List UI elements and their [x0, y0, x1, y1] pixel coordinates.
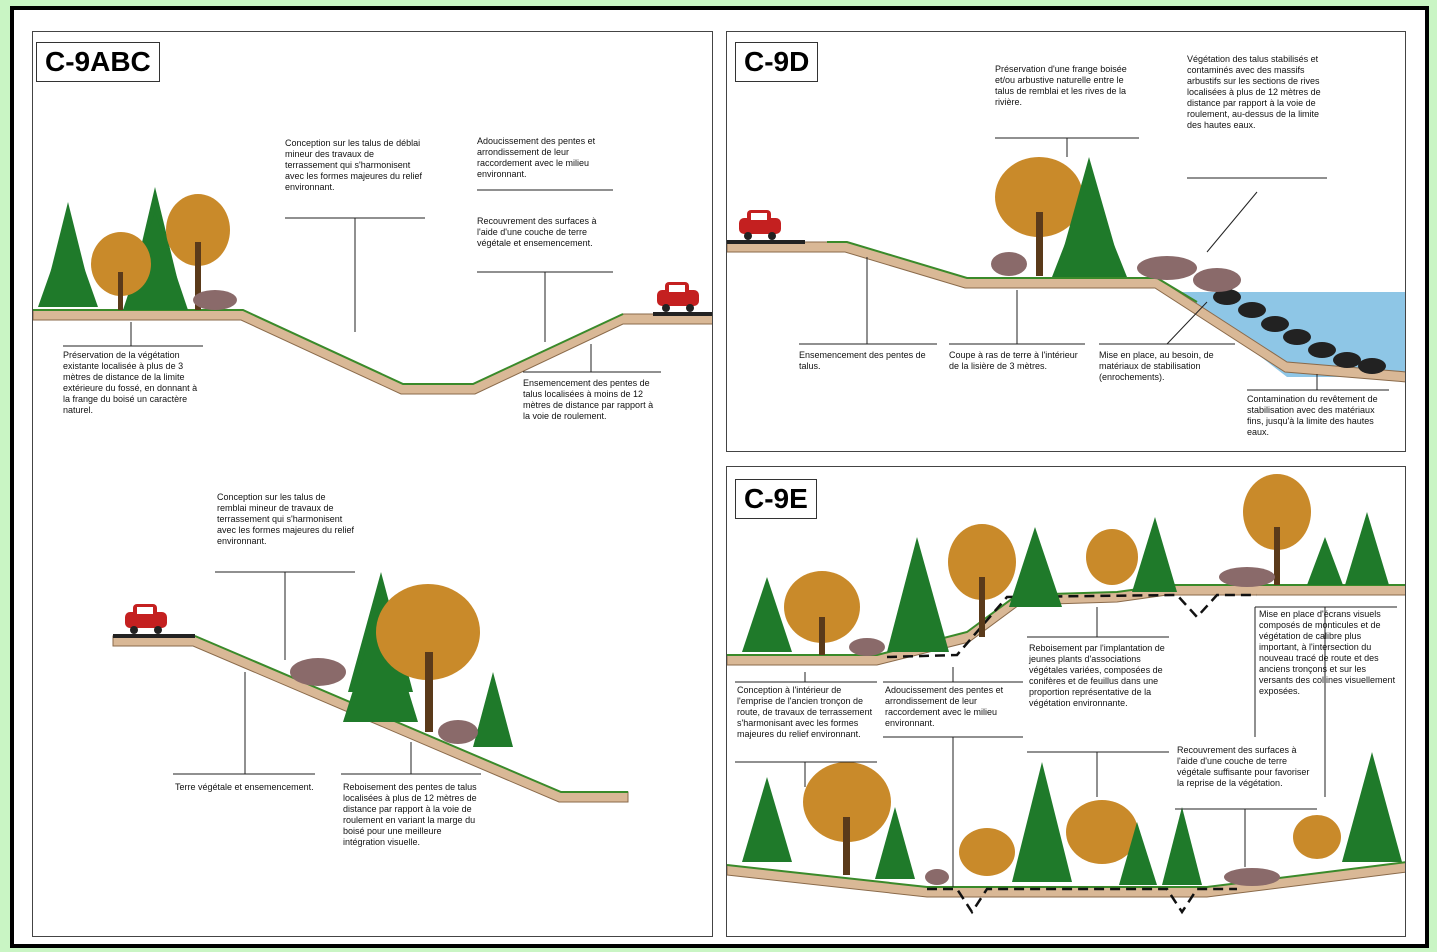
tree-cluster [991, 157, 1241, 292]
note-abc-5: Ensemencement des pentes de talus locali… [523, 378, 654, 421]
car-icon [739, 210, 781, 240]
tree-cluster [742, 474, 1402, 886]
note-abc-6: Conception sur les talus de remblai mine… [217, 492, 355, 546]
car-icon [125, 604, 167, 634]
panel-c9e: C-9E Conception à l'intérieur de l'empri… [726, 466, 1406, 937]
note-d-3: Ensemencement des pentes de talus. [799, 350, 926, 371]
c9e-illustration [727, 474, 1405, 915]
panel-title-c9abc: C-9ABC [36, 42, 160, 82]
note-e-3: Reboisement par l'implantation de jeunes… [1029, 643, 1165, 708]
tree-cluster [38, 187, 237, 310]
note-d-2: Végétation des talus stabilisés et conta… [1187, 54, 1321, 130]
rock-riprap [1213, 289, 1386, 374]
note-abc-1: Préservation de la végétation existante … [63, 350, 198, 415]
note-d-6: Contamination du revêtement de stabilisa… [1247, 394, 1378, 437]
note-d-5: Mise en place, au besoin, de matériaux d… [1099, 350, 1214, 382]
panel-title-c9d: C-9D [735, 42, 819, 82]
note-e-1: Conception à l'intérieur de l'emprise de… [737, 685, 873, 739]
note-d-4: Coupe à ras de terre à l'intérieur de la… [949, 350, 1078, 371]
panel-title-c9e: C-9E [735, 479, 817, 519]
note-e-2: Adoucissement des pentes et arrondisseme… [885, 685, 1004, 728]
panel-c9abc: C-9ABC Préservation de la végétation exi… [32, 31, 713, 937]
note-abc-7: Terre végétale et ensemencement. [175, 782, 314, 792]
panel-c9d: C-9D Préservation d'une frange boisée et… [726, 31, 1406, 452]
c9d-illustration [727, 137, 1405, 391]
note-abc-8: Reboisement des pentes de talus localisé… [343, 782, 477, 847]
note-e-5: Recouvrement des surfaces à l'aide d'une… [1177, 745, 1310, 788]
note-d-1: Préservation d'une frange boisée et/ou a… [995, 64, 1127, 107]
note-abc-4: Recouvrement des surfaces à l'aide d'une… [477, 216, 597, 248]
car-icon [657, 282, 699, 312]
note-e-4: Mise en place d'écrans visuels composés … [1259, 609, 1396, 696]
tree-cluster [290, 572, 513, 747]
note-abc-2: Conception sur les talus de déblai mineu… [285, 138, 423, 192]
c9abc-illustration [33, 187, 712, 803]
note-abc-3: Adoucissement des pentes et arrondisseme… [477, 136, 596, 179]
